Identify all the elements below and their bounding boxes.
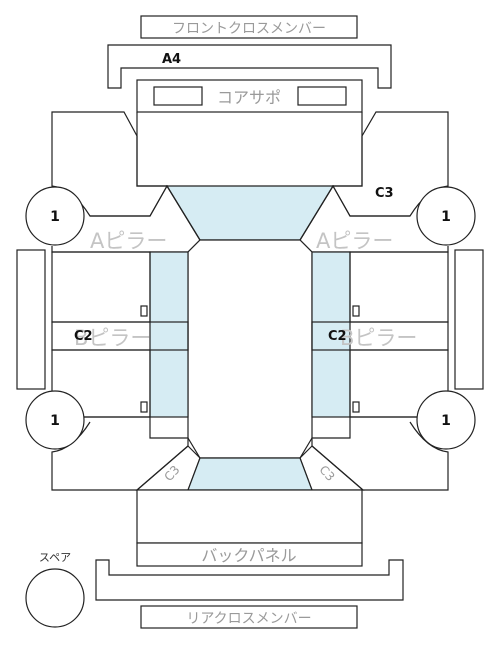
side-glass-left[interactable]: [149, 251, 189, 418]
wheel-rear-right[interactable]: [416, 390, 476, 450]
side-sill-left[interactable]: [16, 249, 46, 390]
headlight-left[interactable]: [153, 86, 203, 106]
a-pillar-left-label: Aピラー: [90, 229, 167, 253]
trunk[interactable]: [136, 489, 363, 544]
roof[interactable]: [187, 239, 313, 459]
door-handle-rear-left[interactable]: [140, 401, 148, 413]
rear-cross-member-label: リアクロスメンバー: [186, 611, 311, 627]
core-support-label: コアサポ: [217, 88, 281, 107]
wheel-rear-left[interactable]: [25, 390, 85, 450]
rear-quarter-right[interactable]: [311, 416, 449, 491]
front-bumper[interactable]: [107, 44, 392, 89]
wheel-rear-left-count: 1: [50, 413, 60, 429]
front-door-right[interactable]: [349, 251, 449, 323]
side-sill-right[interactable]: [454, 249, 484, 390]
code-c2-right: C2: [328, 329, 347, 344]
a-pillar-right-label: Aピラー: [316, 229, 393, 253]
b-pillar-left-label: Bピラー: [74, 326, 151, 350]
headlight-right[interactable]: [297, 86, 347, 106]
door-handle-rear-right[interactable]: [352, 401, 360, 413]
rear-window[interactable]: [187, 457, 313, 491]
wheel-front-left-count: 1: [50, 209, 60, 225]
rear-cross-member-box[interactable]: [140, 605, 358, 629]
door-handle-front-left[interactable]: [140, 305, 148, 317]
windshield[interactable]: [165, 185, 335, 241]
code-a4: A4: [162, 52, 181, 67]
door-handle-front-right[interactable]: [352, 305, 360, 317]
wheel-front-right[interactable]: [416, 186, 476, 246]
code-c3: C3: [375, 186, 394, 201]
back-panel[interactable]: [136, 542, 363, 567]
b-pillar-right-label: Bピラー: [340, 326, 417, 350]
front-cross-member-box[interactable]: [140, 15, 358, 39]
spare-tire[interactable]: [25, 568, 85, 628]
rear-quarter-left[interactable]: [51, 416, 189, 491]
code-c2-left: C2: [74, 329, 93, 344]
wheel-rear-right-count: 1: [441, 413, 451, 429]
spare-label: スペア: [39, 551, 71, 564]
front-door-left[interactable]: [51, 251, 151, 323]
wheel-front-left[interactable]: [25, 186, 85, 246]
wheel-front-right-count: 1: [441, 209, 451, 225]
front-cross-member-label: フロントクロスメンバー: [172, 21, 326, 37]
back-panel-label: バックパネル: [201, 546, 296, 565]
rear-bumper[interactable]: [95, 559, 404, 601]
